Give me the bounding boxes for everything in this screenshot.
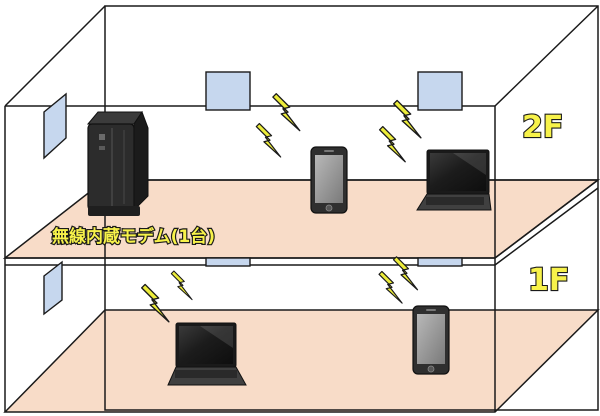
router-icon [86,110,149,216]
windows [43,71,463,316]
lightning-icon [272,92,301,132]
floor-label-1f: 1F [528,263,569,298]
floor-label-2f: 2F [522,110,563,145]
window-icon [43,92,67,160]
window-icon [417,257,463,267]
lightning-icon [392,255,419,291]
window-icon [205,257,251,267]
smartphone-icon [412,305,450,375]
window-icon [43,260,63,316]
window-icon [205,71,251,111]
floor-1f [3,309,600,413]
lightning-icon [378,125,407,163]
lightning-icon [378,270,403,304]
lightning-icon [170,270,193,301]
modem-label: 無線内蔵モデム(1台) [52,226,215,247]
laptop-icon [416,149,492,211]
smartphone-icon [310,146,348,214]
lightning-icon [255,122,282,158]
window-icon [417,71,463,111]
laptop-icon [167,322,247,386]
